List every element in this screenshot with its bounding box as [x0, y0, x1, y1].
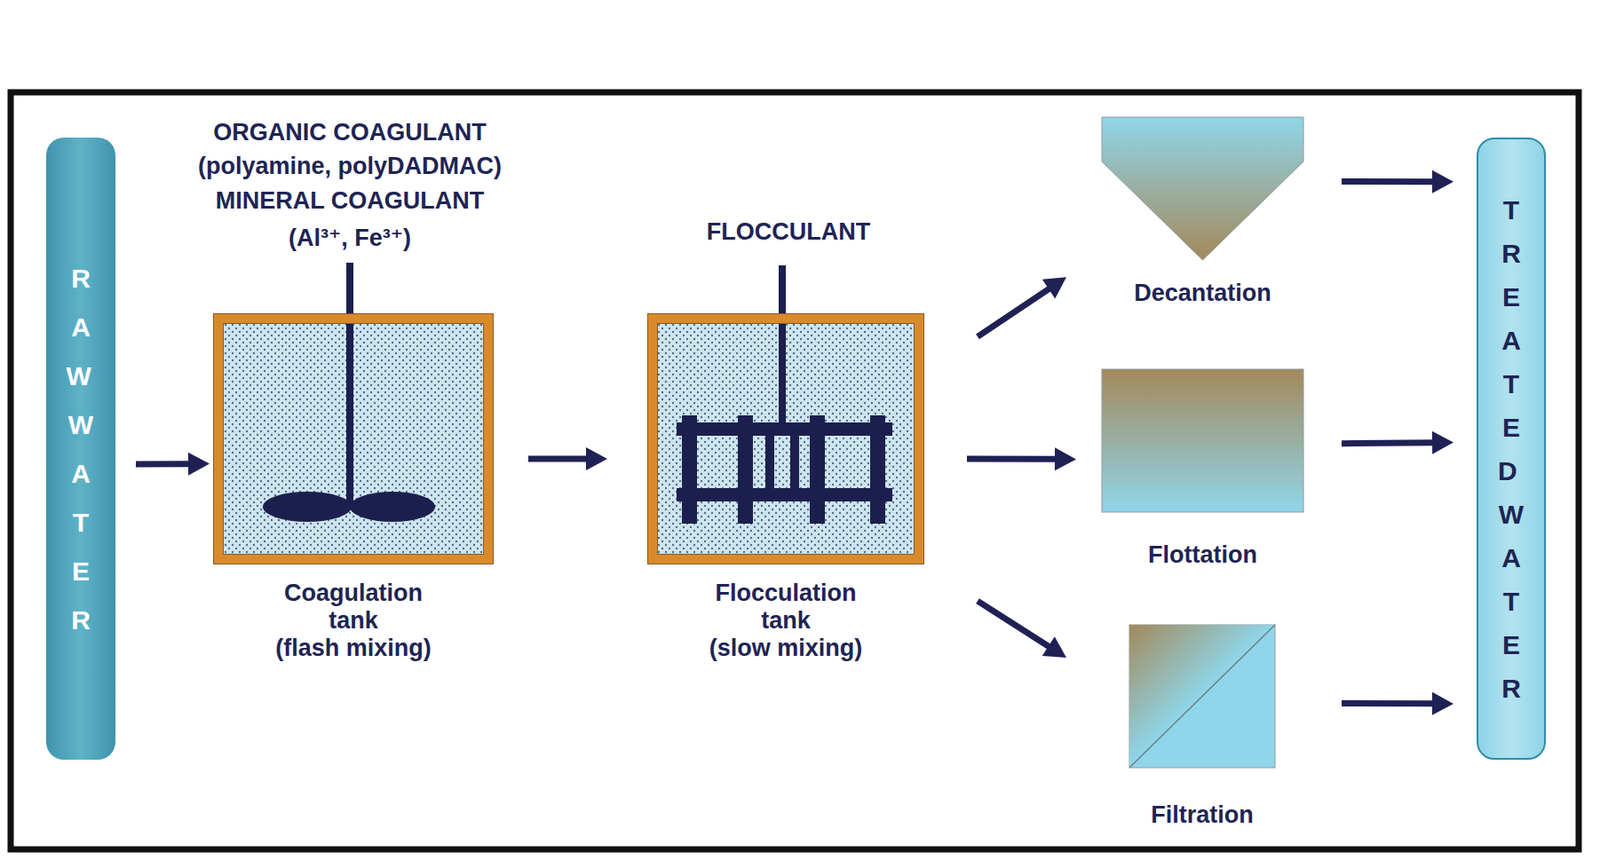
caption-title: Decantation: [1061, 279, 1346, 308]
mixer-shaft: [346, 262, 354, 505]
arrow-shaft: [135, 460, 191, 468]
caption-title: Flottation: [1061, 541, 1346, 570]
flash-impeller: [262, 491, 352, 523]
caption-title: Filtration: [1060, 801, 1345, 830]
arrow-head: [586, 447, 608, 471]
arrow-head: [1432, 431, 1454, 455]
caption-note: (slow mixing): [643, 634, 928, 663]
arrow-head: [188, 452, 210, 476]
flash-impeller: [349, 491, 436, 523]
filter-medium: [1129, 625, 1276, 769]
flocculation-tank: Flocculation tank(slow mixing): [648, 314, 924, 564]
coagulant-label: ORGANIC COAGULANT: [213, 118, 486, 147]
flow-arrow: [1341, 170, 1454, 194]
vertical-label: TREATED WATER: [1497, 188, 1527, 711]
treated-water-bar: TREATED WATER: [1476, 137, 1546, 761]
flow-arrow: [1341, 692, 1454, 716]
coagulant-label: MINERAL COAGULANT: [215, 186, 484, 215]
arrow-head: [1432, 692, 1454, 716]
vertical-label: RAW WATER: [66, 253, 96, 645]
caption: Flottation: [1061, 541, 1346, 570]
arrow-head: [1042, 277, 1067, 299]
flow-arrow: [135, 452, 210, 476]
caption: Coagulation tank(flash mixing): [211, 579, 496, 663]
arrow-head: [1042, 636, 1067, 658]
flow-arrow: [977, 277, 1067, 337]
flow-arrow: [1341, 431, 1454, 455]
arrow-shaft: [977, 288, 1051, 338]
shape-outline: [1129, 625, 1276, 769]
arrow-shaft: [1341, 700, 1434, 707]
flotation-basin: [1101, 369, 1304, 513]
filter-cake: [1129, 625, 1276, 769]
flow-arrow: [966, 447, 1077, 471]
paddle-mixer: [676, 415, 893, 524]
outer-frame: [10, 92, 1579, 850]
dosing-label: FLOCCULANT: [706, 217, 871, 246]
arrow-shaft: [1341, 443, 1434, 444]
flow-arrow: [977, 601, 1067, 658]
shape-outline: [1101, 369, 1304, 513]
arrow-shaft: [966, 455, 1057, 462]
arrow-head: [1432, 170, 1454, 194]
coagulation-tank: Coagulation tank(flash mixing): [213, 314, 493, 564]
filtration-unit: Filtration: [1129, 625, 1276, 769]
settling-basin: [1101, 117, 1304, 261]
caption: Decantation: [1061, 279, 1346, 308]
caption-title: Flocculation tank: [697, 579, 875, 635]
caption: Filtration: [1060, 801, 1345, 830]
flow-arrow: [528, 447, 608, 471]
caption-note: (flash mixing): [211, 634, 496, 663]
arrow-shaft: [528, 455, 588, 462]
arrow-head: [1054, 447, 1077, 471]
caption-title: Coagulation tank: [264, 579, 443, 635]
flottation-unit: Flottation: [1101, 369, 1304, 513]
decantation-basin: Decantation: [1101, 117, 1304, 261]
coagulant-label: (Al³⁺, Fe³⁺): [288, 223, 412, 253]
caption: Flocculation tank(slow mixing): [643, 579, 928, 663]
raw-water-bar: RAW WATER: [46, 137, 116, 761]
arrow-shaft: [1341, 178, 1434, 185]
mixer-shaft: [778, 265, 786, 426]
filter-line: [1129, 625, 1276, 769]
arrow-shaft: [977, 601, 1050, 648]
shape-outline: [1101, 117, 1304, 261]
coagulant-label: (polyamine, polyDADMAC): [198, 151, 502, 181]
